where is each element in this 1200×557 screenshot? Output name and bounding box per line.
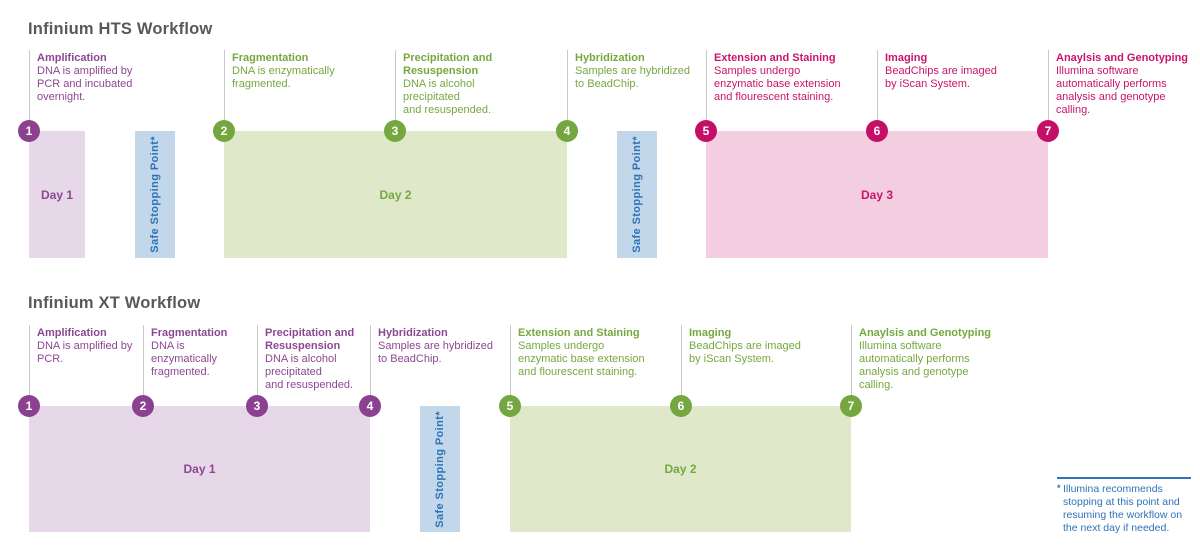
hts-safe-stopping-point-1: Safe Stopping Point*	[135, 131, 175, 258]
hts-step2-description: DNA is enzymatically fragmented.	[232, 65, 335, 90]
xt-step4-column: Hybridization Samples are hybridized to …	[370, 325, 505, 406]
hts-workflow-title: Infinium HTS Workflow	[28, 20, 213, 38]
hts-step6-title: Imaging	[885, 52, 928, 64]
xt-step2-title: Fragmentation	[151, 327, 228, 339]
xt-step4-title: Hybridization	[378, 327, 448, 339]
hts-day1-block: Day 1	[29, 131, 85, 258]
xt-step4-description: Samples are hybridized to BeadChip.	[378, 340, 493, 365]
hts-step4-circle: 4	[556, 120, 578, 142]
xt-step1-description: DNA is amplified by PCR.	[37, 340, 133, 365]
hts-day1-label: Day 1	[40, 187, 74, 202]
hts-step2-circle: 2	[213, 120, 235, 142]
hts-step1-column: Amplification DNA is amplified by PCR an…	[29, 50, 144, 131]
hts-day2-block: Day 2	[224, 131, 567, 258]
hts-step3-description: DNA is alcohol precipitated and resuspen…	[403, 78, 492, 116]
hts-step1-circle: 1	[18, 120, 40, 142]
footnote: * Illumina recommends stopping at this p…	[1057, 477, 1191, 535]
xt-step6-circle: 6	[670, 395, 692, 417]
xt-day1-block: Day 1	[29, 406, 370, 532]
xt-step2-description: DNA is enzymatically fragmented.	[151, 340, 218, 378]
hts-step6-description: BeadChips are imaged by iScan System.	[885, 65, 997, 90]
xt-step5-column: Extension and Staining Samples undergo e…	[510, 325, 675, 406]
hts-day2-label: Day 2	[379, 187, 412, 202]
hts-step1-title: Amplification	[37, 52, 107, 64]
hts-step6-circle: 6	[866, 120, 888, 142]
xt-workflow-title: Infinium XT Workflow	[28, 294, 201, 312]
xt-step7-circle: 7	[840, 395, 862, 417]
hts-step4-title: Hybridization	[575, 52, 645, 64]
hts-step5-column: Extension and Staining Samples undergo e…	[706, 50, 871, 131]
footnote-text: Illumina recommends stopping at this poi…	[1063, 483, 1183, 534]
xt-day2-block: Day 2	[510, 406, 851, 532]
hts-step7-column: Anaylsis and Genotyping Illumina softwar…	[1048, 50, 1198, 131]
hts-step6-column: Imaging BeadChips are imaged by iScan Sy…	[877, 50, 1037, 131]
hts-step1-description: DNA is amplified by PCR and incubated ov…	[37, 65, 133, 103]
xt-step2-column: Fragmentation DNA is enzymatically fragm…	[143, 325, 253, 406]
hts-step3-circle: 3	[384, 120, 406, 142]
hts-step5-description: Samples undergo enzymatic base extension…	[714, 65, 841, 103]
xt-day2-label: Day 2	[664, 462, 697, 476]
hts-safe-stopping-point-2-label: Safe Stopping Point*	[631, 136, 643, 253]
hts-day3-block: Day 3	[706, 131, 1048, 258]
xt-step5-description: Samples undergo enzymatic base extension…	[518, 340, 645, 378]
hts-step2-title: Fragmentation	[232, 52, 309, 64]
xt-step6-column: Imaging BeadChips are imaged by iScan Sy…	[681, 325, 841, 406]
xt-safe-stopping-point: Safe Stopping Point*	[420, 406, 460, 532]
xt-step7-description: Illumina software automatically performs…	[859, 340, 970, 391]
xt-step1-circle: 1	[18, 395, 40, 417]
hts-step3-title: Precipitation and Resuspension	[403, 52, 493, 77]
xt-step5-circle: 5	[499, 395, 521, 417]
xt-step3-circle: 3	[246, 395, 268, 417]
xt-step3-column: Precipitation and Resuspension DNA is al…	[257, 325, 367, 406]
xt-step6-description: BeadChips are imaged by iScan System.	[689, 340, 801, 365]
xt-day1-label: Day 1	[183, 462, 216, 476]
xt-step7-column: Anaylsis and Genotyping Illumina softwar…	[851, 325, 1006, 406]
hts-day3-label: Day 3	[860, 187, 894, 202]
xt-step6-title: Imaging	[689, 327, 732, 339]
hts-step2-column: Fragmentation DNA is enzymatically fragm…	[224, 50, 384, 131]
xt-step1-title: Amplification	[37, 327, 107, 339]
hts-step3-column: Precipitation and Resuspension DNA is al…	[395, 50, 535, 131]
xt-safe-stopping-point-label: Safe Stopping Point*	[434, 410, 446, 528]
footnote-asterisk: *	[1057, 483, 1061, 493]
hts-safe-stopping-point-1-label: Safe Stopping Point*	[149, 136, 161, 253]
xt-step5-title: Extension and Staining	[518, 327, 640, 339]
xt-step2-circle: 2	[132, 395, 154, 417]
hts-step5-circle: 5	[695, 120, 717, 142]
xt-step4-circle: 4	[359, 395, 381, 417]
hts-step7-description: Illumina software automatically performs…	[1056, 65, 1167, 116]
hts-step7-title: Anaylsis and Genotyping	[1056, 52, 1189, 64]
hts-step7-circle: 7	[1037, 120, 1059, 142]
hts-step4-column: Hybridization Samples are hybridized to …	[567, 50, 702, 131]
xt-step7-title: Anaylsis and Genotyping	[859, 327, 992, 339]
hts-step4-description: Samples are hybridized to BeadChip.	[575, 65, 690, 90]
xt-step1-column: Amplification DNA is amplified by PCR.	[29, 325, 139, 406]
xt-step3-title: Precipitation and Resuspension	[265, 327, 355, 352]
xt-step3-description: DNA is alcohol precipitated and resuspen…	[265, 353, 354, 391]
hts-safe-stopping-point-2: Safe Stopping Point*	[617, 131, 657, 258]
hts-step5-title: Extension and Staining	[714, 52, 836, 64]
